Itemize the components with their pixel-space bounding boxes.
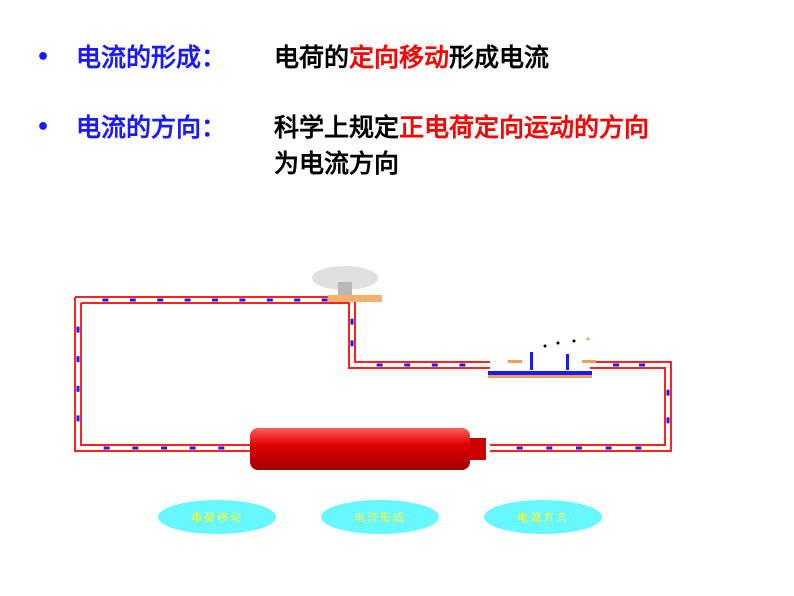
direction-text: 科学上规定正电荷定向运动的方向 [274, 112, 649, 144]
charge-dot [76, 326, 80, 333]
current-direction-button[interactable]: 电流方向 [484, 500, 602, 534]
charge-dot [350, 318, 354, 325]
charge-dot [189, 446, 196, 450]
charge-move-button[interactable]: 电荷移动 [158, 500, 276, 534]
bulb-icon [312, 266, 382, 302]
charge-dot [161, 446, 167, 450]
text-part: 形成电流 [449, 43, 550, 72]
charge-dot [516, 446, 523, 450]
charge-dot [576, 446, 582, 450]
charge-dot [212, 298, 218, 302]
charge-dot [459, 363, 466, 367]
charge-dot [546, 446, 553, 450]
charges [76, 298, 670, 450]
charge-dot [666, 389, 670, 396]
charge-dot [129, 298, 136, 302]
charge-dot [613, 363, 619, 367]
battery-icon [250, 428, 486, 470]
charge-dot [76, 356, 80, 363]
bullet: • [36, 45, 51, 70]
highlight-text: 定向移动 [349, 43, 450, 72]
charge-dot [102, 298, 109, 302]
wire [74, 296, 672, 452]
text-part: 科学上规定 [274, 113, 400, 142]
charge-dot [218, 446, 225, 450]
switch-icon [488, 337, 596, 378]
charge-dot [431, 363, 438, 367]
formation-label: 电流的形成： [76, 43, 227, 72]
charge-dot [239, 298, 246, 302]
direction-text-line2: 为电流方向 [274, 149, 400, 178]
current-formation-button[interactable]: 电流形成 [321, 500, 439, 534]
charge-dot [321, 298, 328, 302]
charge-dot [103, 446, 110, 450]
formation-text: 电荷的定向移动形成电流 [274, 42, 549, 74]
charge-dot [376, 363, 383, 367]
charge-dot [157, 298, 164, 302]
charge-dot [635, 446, 642, 450]
charge-dot [266, 298, 273, 302]
bullet: • [36, 115, 51, 140]
charge-dot [639, 363, 645, 367]
highlight-text: 正电荷定向运动的方向 [399, 113, 650, 142]
charge-dot [294, 298, 301, 302]
charge-dot [350, 340, 354, 347]
charge-dot [184, 298, 191, 302]
text-part: 电荷的 [274, 43, 350, 72]
charge-dot [605, 446, 612, 450]
direction-label: 电流的方向： [76, 113, 227, 142]
charge-dot [76, 385, 80, 392]
charge-dot [404, 363, 411, 367]
charge-dot [132, 446, 139, 450]
charge-dot [666, 417, 670, 424]
charge-dot [76, 415, 80, 422]
